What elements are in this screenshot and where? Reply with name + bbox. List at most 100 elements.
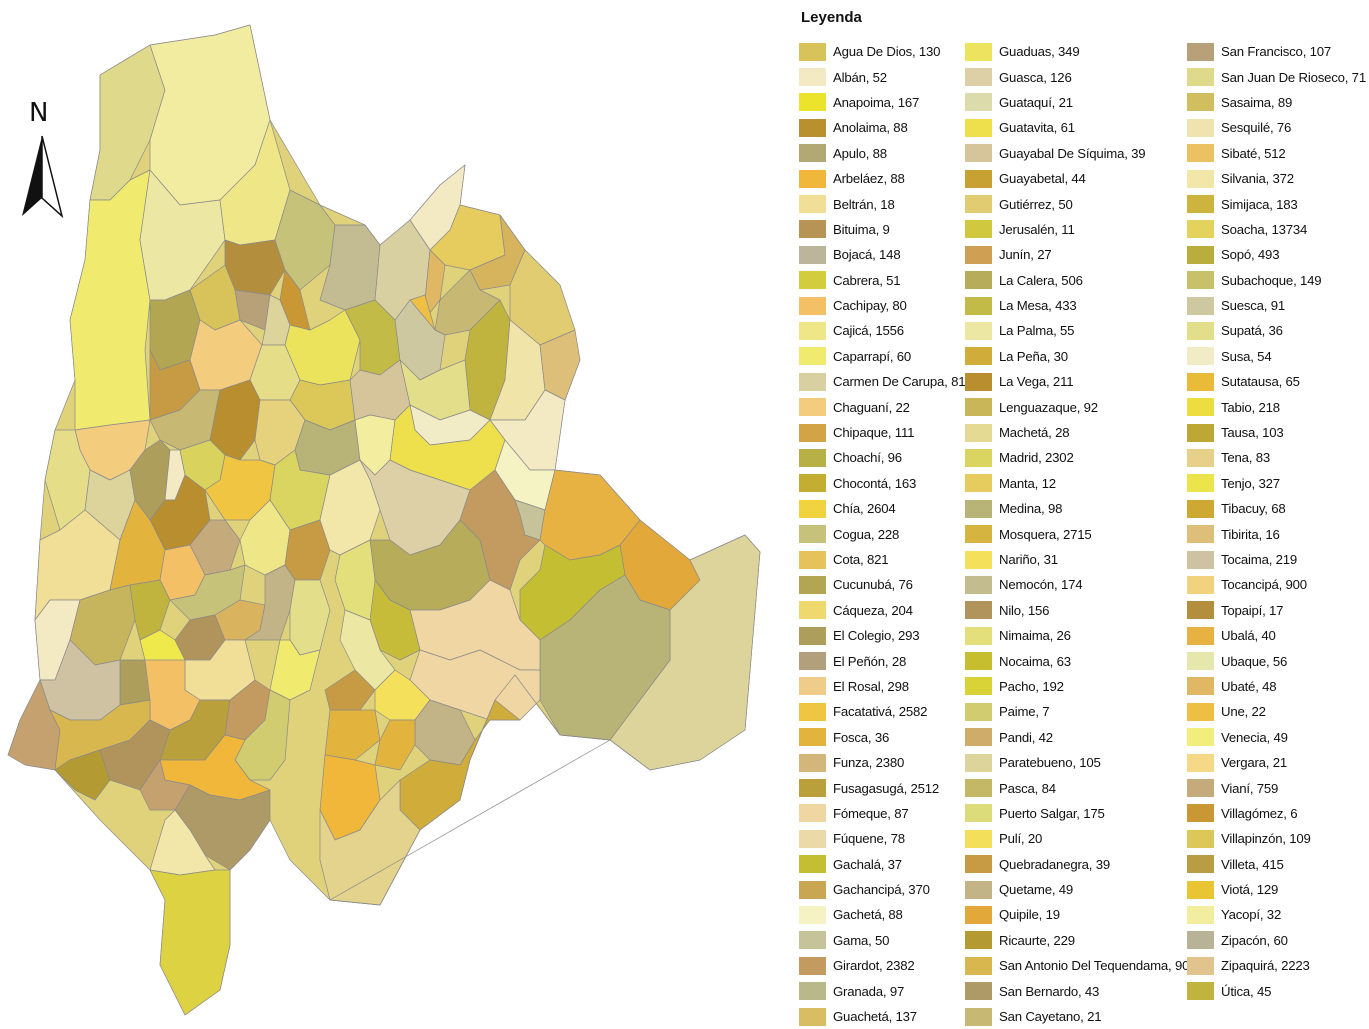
legend-swatch xyxy=(799,144,826,163)
legend-item: Zipacón, 60 xyxy=(1187,928,1366,953)
legend-item: Tocaima, 219 xyxy=(1187,547,1366,572)
legend-swatch xyxy=(965,474,992,493)
legend-swatch xyxy=(1187,195,1214,214)
north-label: N xyxy=(29,98,49,128)
legend-item: Tenjo, 327 xyxy=(1187,471,1366,496)
legend-swatch xyxy=(799,474,826,493)
legend-swatch xyxy=(799,677,826,696)
legend-label: Sibaté, 512 xyxy=(1221,145,1286,161)
legend-item: Ubaque, 56 xyxy=(1187,648,1366,673)
legend-item: Granada, 97 xyxy=(799,978,965,1003)
legend-swatch xyxy=(965,550,992,569)
legend-swatch xyxy=(1187,220,1214,239)
legend-label: Beltrán, 18 xyxy=(833,196,895,212)
legend-label: Cáqueza, 204 xyxy=(833,602,913,618)
legend-swatch xyxy=(965,525,992,544)
legend-item: Villagómez, 6 xyxy=(1187,801,1366,826)
legend-label: Subachoque, 149 xyxy=(1221,272,1322,288)
legend-item: Fómeque, 87 xyxy=(799,801,965,826)
legend-swatch xyxy=(965,398,992,417)
legend-swatch xyxy=(799,652,826,671)
legend-label: Carmen De Carupa, 81 xyxy=(833,374,966,390)
legend-label: Tena, 83 xyxy=(1221,450,1270,466)
legend-item: Lenguazaque, 92 xyxy=(965,394,1189,419)
legend-item: Susa, 54 xyxy=(1187,344,1366,369)
legend-item: Cabrera, 51 xyxy=(799,268,965,293)
legend-label: La Palma, 55 xyxy=(999,323,1075,339)
legend-title: Leyenda xyxy=(801,9,862,26)
legend-item: Guachetá, 137 xyxy=(799,1004,965,1029)
legend-item: Gachalá, 37 xyxy=(799,852,965,877)
legend-label: Apulo, 88 xyxy=(833,145,887,161)
legend-item: Gutiérrez, 50 xyxy=(965,191,1189,216)
legend-label: Tocaima, 219 xyxy=(1221,552,1298,567)
legend-swatch xyxy=(1187,753,1214,772)
north-arrow xyxy=(18,100,68,220)
legend-swatch xyxy=(799,42,826,61)
legend-item: Mosquera, 2715 xyxy=(965,521,1189,546)
legend-swatch xyxy=(799,169,826,188)
legend-item: Sutatausa, 65 xyxy=(1187,369,1366,394)
legend-item: Tena, 83 xyxy=(1187,445,1366,470)
legend-swatch xyxy=(799,245,826,264)
legend-label: Tausa, 103 xyxy=(1221,425,1284,441)
legend-label: Girardot, 2382 xyxy=(833,958,915,974)
legend-swatch xyxy=(965,296,992,315)
legend-swatch xyxy=(965,93,992,112)
legend-swatch xyxy=(799,296,826,315)
legend-item: La Mesa, 433 xyxy=(965,293,1189,318)
legend-label: Viotá, 129 xyxy=(1221,882,1279,898)
legend-swatch xyxy=(799,626,826,645)
legend-label: Fómeque, 87 xyxy=(833,805,909,821)
legend-label: Tibirita, 16 xyxy=(1221,526,1280,542)
legend-swatch xyxy=(1187,296,1214,315)
legend-label: Paratebueno, 105 xyxy=(999,755,1101,771)
legend-label: Silvania, 372 xyxy=(1221,171,1294,187)
legend-item: San Antonio Del Tequendama, 90 xyxy=(965,953,1189,978)
legend-label: Yacopí, 32 xyxy=(1221,907,1282,923)
legend-label: Chaguaní, 22 xyxy=(833,399,910,415)
legend-swatch xyxy=(1187,499,1214,518)
legend-item: Albán, 52 xyxy=(799,64,965,89)
legend-item: El Colegio, 293 xyxy=(799,623,965,648)
legend-swatch xyxy=(965,779,992,798)
legend-item: Gama, 50 xyxy=(799,928,965,953)
legend-label: Fusagasugá, 2512 xyxy=(833,780,940,796)
legend-label: Mosquera, 2715 xyxy=(999,526,1092,542)
legend-item: Paratebueno, 105 xyxy=(965,750,1189,775)
legend-label: Nimaima, 26 xyxy=(999,628,1071,644)
legend-swatch xyxy=(1187,855,1214,874)
legend-label: Nariño, 31 xyxy=(999,552,1058,567)
legend-swatch xyxy=(1187,398,1214,417)
legend-swatch xyxy=(965,68,992,87)
legend-item: Girardot, 2382 xyxy=(799,953,965,978)
legend-label: Medina, 98 xyxy=(999,501,1063,517)
legend-label: La Vega, 211 xyxy=(999,374,1074,390)
legend-item: Arbeláez, 88 xyxy=(799,166,965,191)
legend-item: Ricaurte, 229 xyxy=(965,928,1189,953)
legend-swatch xyxy=(799,347,826,366)
legend-label: Tenjo, 327 xyxy=(1221,475,1280,491)
legend-label: Guatavita, 61 xyxy=(999,120,1075,136)
legend-label: Arbeláez, 88 xyxy=(833,171,905,187)
legend-swatch xyxy=(1187,626,1214,645)
legend-label: Cajicá, 1556 xyxy=(833,323,904,339)
legend-swatch xyxy=(799,68,826,87)
legend-item: Guayabetal, 44 xyxy=(965,166,1189,191)
legend-label: Útica, 45 xyxy=(1221,983,1272,999)
legend-swatch xyxy=(1187,829,1214,848)
legend-label: Ubaque, 56 xyxy=(1221,653,1288,669)
legend-label: Susa, 54 xyxy=(1221,348,1272,364)
legend-label: Cucunubá, 76 xyxy=(833,577,913,593)
legend-item: Tibacuy, 68 xyxy=(1187,496,1366,521)
legend-swatch xyxy=(799,93,826,112)
legend-label: La Peña, 30 xyxy=(999,348,1068,364)
legend-label: Sesquilé, 76 xyxy=(1221,120,1292,136)
legend-label: Anolaima, 88 xyxy=(833,120,908,136)
north-arrow-icon xyxy=(22,135,64,219)
legend-item: Ubalá, 40 xyxy=(1187,623,1366,648)
legend-swatch xyxy=(1187,956,1214,975)
legend-swatch xyxy=(799,499,826,518)
legend-item: Quebradanegra, 39 xyxy=(965,852,1189,877)
legend-label: Simijaca, 183 xyxy=(1221,196,1298,212)
